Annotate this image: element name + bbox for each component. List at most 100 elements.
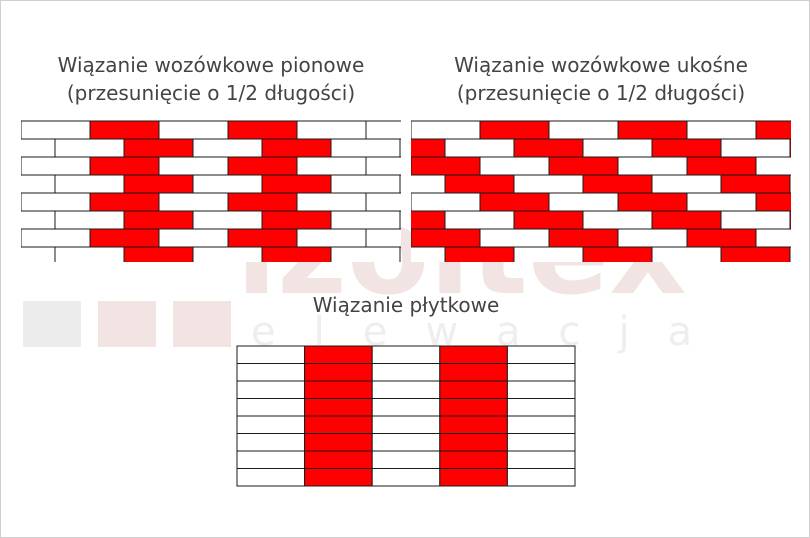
brick [21, 246, 56, 262]
brick [444, 210, 515, 230]
brick [582, 210, 653, 230]
brick [158, 120, 229, 140]
brick [227, 156, 298, 176]
tile [236, 363, 306, 382]
tile [439, 398, 508, 417]
tile [236, 468, 306, 487]
tile [506, 363, 576, 382]
tile [371, 433, 441, 452]
vertical-stretcher-bond [21, 120, 401, 262]
diagonal-bond-title-line2: (przesunięcie o 1/2 długości) [456, 81, 746, 105]
tile [371, 450, 441, 469]
brick [789, 246, 791, 262]
tile [304, 415, 373, 434]
brick [21, 174, 56, 194]
brick [720, 246, 791, 262]
tile [236, 398, 306, 417]
watermark-block [173, 301, 231, 347]
brick [789, 174, 791, 194]
brick [411, 228, 481, 248]
brick [582, 138, 653, 158]
brick [720, 138, 791, 158]
tile-bond [236, 345, 576, 487]
brick [123, 138, 194, 158]
brick [227, 120, 298, 140]
diagonal-bond-title: Wiązanie wozówkowe ukośne (przesunięcie … [411, 51, 791, 107]
brick [192, 210, 263, 230]
brick [21, 228, 91, 248]
brick [296, 228, 367, 248]
tile [371, 398, 441, 417]
brick [21, 156, 91, 176]
brick [513, 210, 584, 230]
tile [506, 450, 576, 469]
brick [330, 174, 401, 194]
tile [304, 380, 373, 399]
brick [123, 174, 194, 194]
brick [330, 210, 401, 230]
brick [21, 210, 56, 230]
watermark-block [98, 301, 156, 347]
brick [158, 192, 229, 212]
brick [330, 138, 401, 158]
brick [21, 192, 22, 212]
brick [54, 174, 125, 194]
brick [399, 138, 401, 158]
tile [506, 415, 576, 434]
brick [479, 120, 550, 140]
brick [89, 120, 160, 140]
tile [371, 363, 441, 382]
brick [227, 228, 298, 248]
brick [399, 246, 401, 262]
brick [399, 174, 401, 194]
brick [296, 120, 367, 140]
brick [444, 138, 515, 158]
brick [686, 120, 757, 140]
tile-bond-title-text: Wiązanie płytkowe [312, 293, 500, 317]
brick [513, 138, 584, 158]
brick [513, 174, 584, 194]
brick [651, 138, 722, 158]
brick [548, 228, 619, 248]
brick [123, 210, 194, 230]
brick [21, 120, 91, 140]
brick [89, 156, 160, 176]
brick [411, 120, 481, 140]
brick [789, 210, 791, 230]
watermark-block [23, 301, 81, 347]
tile [439, 415, 508, 434]
brick [54, 138, 125, 158]
tile [439, 363, 508, 382]
brick [617, 156, 688, 176]
tile [439, 380, 508, 399]
brick [21, 156, 22, 176]
vertical-bond-title: Wiązanie wozówkowe pionowe (przesunięcie… [21, 51, 401, 107]
tile [304, 398, 373, 417]
tile [506, 468, 576, 487]
tile [439, 345, 508, 364]
brick [296, 156, 367, 176]
brick [686, 228, 757, 248]
vertical-bond-title-line1: Wiązanie wozówkowe pionowe [57, 53, 365, 77]
brick [548, 156, 619, 176]
brick [617, 228, 688, 248]
tile [371, 415, 441, 434]
tile [439, 433, 508, 452]
tile [506, 345, 576, 364]
brick [755, 120, 791, 140]
brick [21, 192, 91, 212]
tile-bond-title: Wiązanie płytkowe [256, 291, 556, 319]
tile [506, 380, 576, 399]
brick [296, 192, 367, 212]
brick [479, 192, 550, 212]
brick [123, 246, 194, 262]
tile [371, 380, 441, 399]
tile [236, 380, 306, 399]
tile [506, 398, 576, 417]
brick [89, 228, 160, 248]
tile [304, 450, 373, 469]
brick [261, 138, 332, 158]
brick [54, 246, 125, 262]
brick [686, 156, 757, 176]
